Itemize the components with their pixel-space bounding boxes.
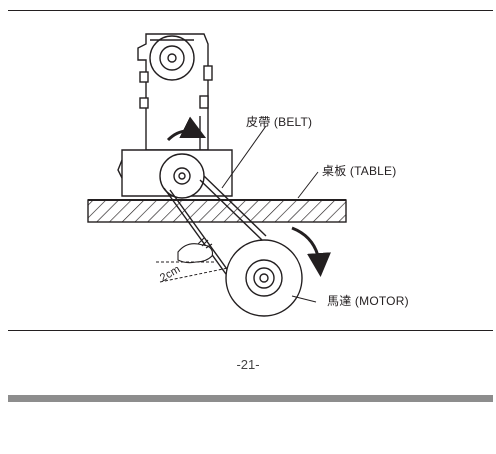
belt-installation-diagram bbox=[87, 33, 347, 317]
motor-label: 馬達 (MOTOR) bbox=[327, 294, 409, 308]
table-board bbox=[87, 199, 347, 223]
page-number: -21- bbox=[236, 357, 260, 372]
footer-band bbox=[8, 395, 493, 402]
rotation-arrow-machine bbox=[166, 116, 207, 142]
table-label: 桌板 (TABLE) bbox=[322, 164, 397, 178]
deflection-dimension bbox=[156, 261, 229, 283]
rotation-arrow-motor bbox=[291, 226, 331, 277]
top-rule bbox=[8, 10, 493, 11]
belt bbox=[163, 175, 267, 291]
bottom-rule bbox=[8, 330, 493, 331]
handwheel-top bbox=[149, 35, 195, 81]
hand-illustration bbox=[177, 237, 214, 264]
motor-pulley bbox=[225, 239, 303, 317]
belt-label: 皮帶 (BELT) bbox=[246, 115, 313, 129]
